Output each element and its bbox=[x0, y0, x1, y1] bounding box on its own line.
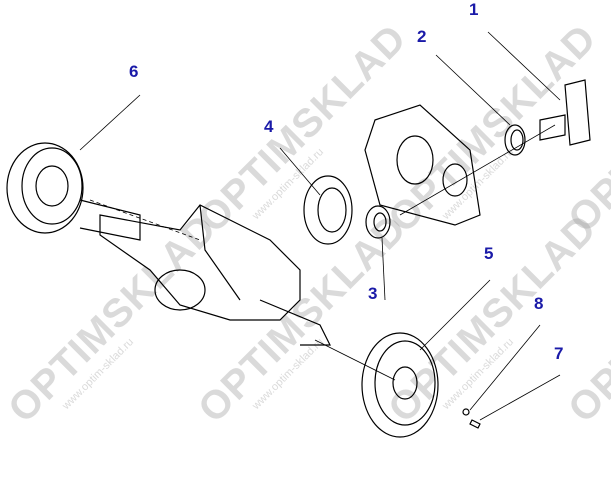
callout-2: 2 bbox=[417, 27, 427, 46]
carrier-case bbox=[364, 104, 481, 226]
part-1-flange bbox=[539, 79, 591, 146]
part-4-gear bbox=[303, 175, 353, 245]
callout-8: 8 bbox=[534, 294, 544, 313]
part-6-hub bbox=[6, 142, 141, 241]
callout-1: 1 bbox=[469, 0, 479, 19]
axle-housing bbox=[99, 204, 331, 346]
callout-3: 3 bbox=[368, 284, 378, 303]
callout-6: 6 bbox=[129, 62, 139, 81]
callout-4: 4 bbox=[264, 117, 274, 136]
callout-7: 7 bbox=[554, 344, 564, 363]
part-2-seal bbox=[504, 124, 526, 156]
part-7-8-fasteners bbox=[462, 408, 481, 429]
part-3-bearing bbox=[365, 205, 391, 239]
leader-lines bbox=[79, 31, 561, 421]
part-5-backing-plate bbox=[361, 332, 439, 438]
callout-5: 5 bbox=[484, 244, 494, 263]
